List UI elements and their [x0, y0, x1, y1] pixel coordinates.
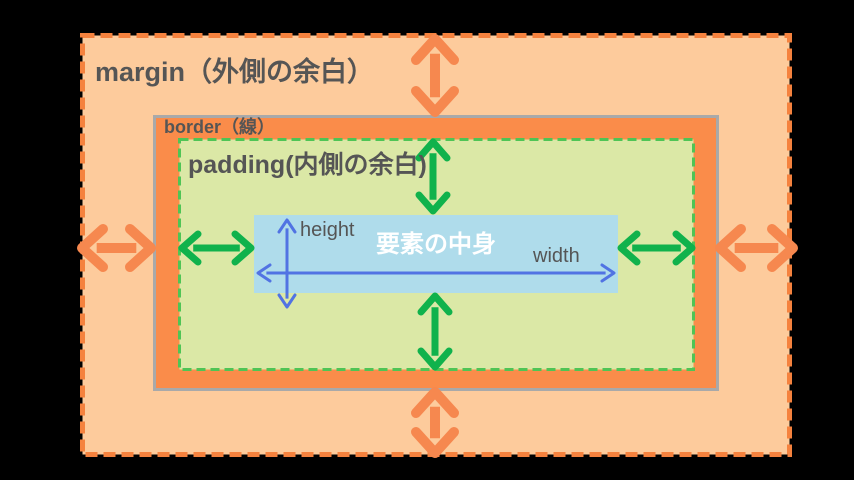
border-label: border（線）: [164, 117, 276, 137]
margin-label: margin（外側の余白）: [95, 57, 375, 87]
padding-label: padding(内側の余白): [188, 151, 427, 179]
width-label: width: [533, 245, 580, 267]
width-arrow: [256, 263, 616, 283]
arrow-layer: [77, 34, 798, 458]
margin-left-arrow: [77, 224, 156, 272]
padding-right-arrow: [617, 230, 696, 266]
margin-top-arrow: [411, 34, 459, 117]
padding-bottom-arrow: [417, 292, 453, 371]
height-label: height: [300, 219, 355, 241]
content-area: [254, 215, 618, 293]
padding-top-arrow: [415, 138, 451, 215]
height-arrow: [277, 218, 297, 309]
content-label: 要素の中身: [376, 231, 496, 258]
margin-right-arrow: [715, 224, 798, 272]
padding-left-arrow: [178, 230, 255, 266]
margin-bottom-arrow: [411, 387, 459, 458]
